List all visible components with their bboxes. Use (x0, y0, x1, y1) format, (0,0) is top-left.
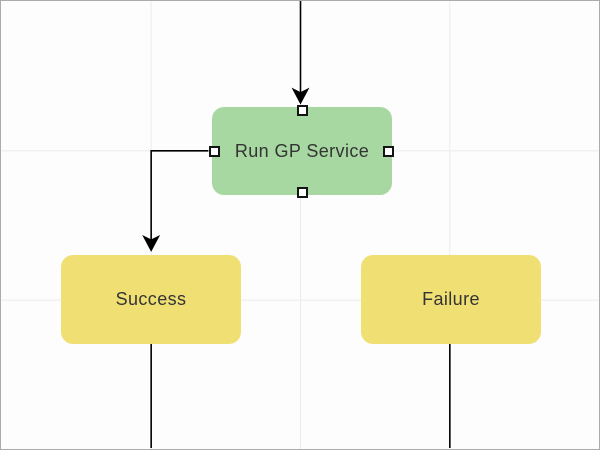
connection-handle-left[interactable] (209, 145, 220, 157)
node-label: Failure (422, 289, 480, 309)
connection-handle-bottom[interactable] (296, 187, 308, 198)
connector-top-to-run-gp-service[interactable] (291, 1, 310, 105)
connector-run-gp-service-to-success[interactable] (142, 150, 209, 252)
connection-handle-right[interactable] (383, 145, 394, 157)
arrowhead-icon (142, 234, 161, 252)
node-label: Run GP Service (234, 140, 370, 161)
node-success[interactable]: Success (61, 255, 241, 344)
node-failure[interactable]: Failure (361, 255, 541, 344)
node-label: Success (115, 289, 187, 309)
connection-handle-top[interactable] (296, 105, 308, 116)
arrowhead-icon (291, 87, 310, 105)
node-run-gp-service[interactable]: Run GP Service (209, 105, 394, 198)
